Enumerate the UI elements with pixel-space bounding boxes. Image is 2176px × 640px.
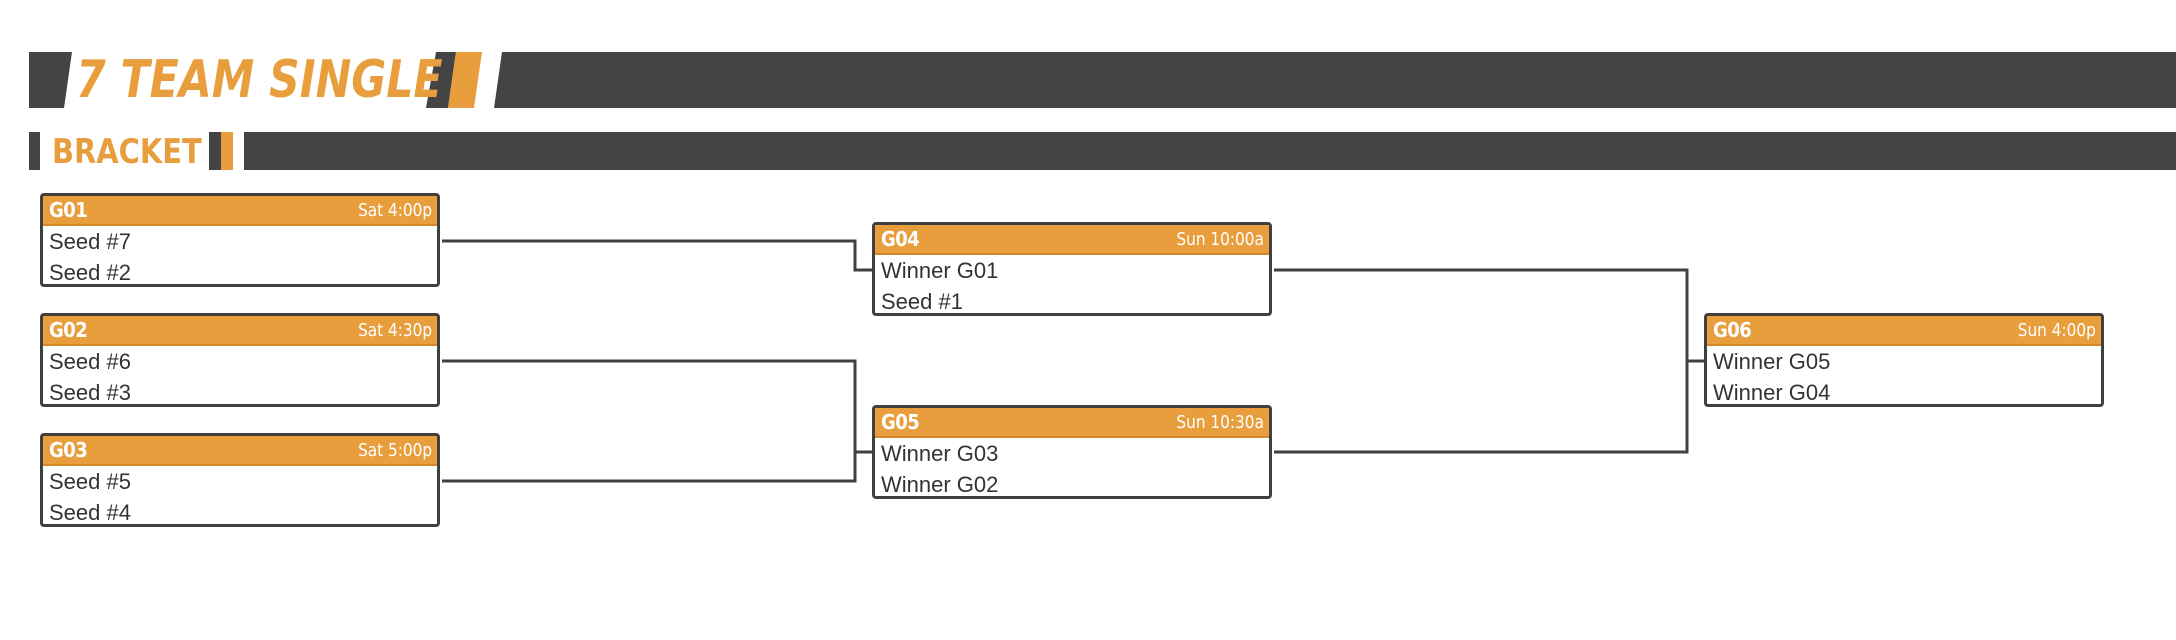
banner-mid-dark-stripe <box>426 52 456 108</box>
game-header: G02 Sat 4:30p <box>43 316 437 346</box>
game-g01[interactable]: G01 Sat 4:00p Seed #7 Seed #2 <box>40 193 440 287</box>
game-time: Sat 4:00p <box>357 199 432 221</box>
game-header: G06 Sun 4:00p <box>1707 316 2101 346</box>
banner-mid-accent-stripe <box>448 52 482 108</box>
game-id: G03 <box>49 438 88 462</box>
team-slot-2: Seed #4 <box>49 500 131 525</box>
game-header: G04 Sun 10:00a <box>875 225 1269 255</box>
team-slot-2: Winner G02 <box>881 472 999 497</box>
game-id: G06 <box>1713 318 1752 342</box>
game-time: Sun 10:00a <box>1176 228 1264 250</box>
game-time: Sun 4:00p <box>2017 319 2096 341</box>
connector-g02-to-g05 <box>442 359 873 454</box>
game-time: Sat 5:00p <box>357 439 432 461</box>
game-id: G02 <box>49 318 88 342</box>
subbanner-mid-accent-stripe <box>221 132 233 170</box>
subbanner-left-cap <box>29 132 40 170</box>
team-slot-2: Winner G04 <box>1713 380 1831 405</box>
team-slot-1: Winner G03 <box>881 441 999 466</box>
team-slot-1: Seed #6 <box>49 349 131 374</box>
game-time: Sat 4:30p <box>357 319 432 341</box>
page-title: 7 TEAM SINGLE <box>76 50 443 110</box>
team-slot-1: Winner G05 <box>1713 349 1831 374</box>
game-header: G01 Sat 4:00p <box>43 196 437 226</box>
title-banner: 7 TEAM SINGLE BRACKET <box>0 0 2176 180</box>
connector-g04-to-g06 <box>1274 268 1705 363</box>
connector-g03-to-g05 <box>442 452 857 483</box>
team-slot-1: Seed #5 <box>49 469 131 494</box>
connector-g05-to-g06 <box>1274 361 1689 454</box>
game-g02[interactable]: G02 Sat 4:30p Seed #6 Seed #3 <box>40 313 440 407</box>
team-slot-1: Winner G01 <box>881 258 999 283</box>
game-header: G05 Sun 10:30a <box>875 408 1269 438</box>
game-id: G01 <box>49 198 88 222</box>
team-slot-1: Seed #7 <box>49 229 131 254</box>
game-time: Sun 10:30a <box>1176 411 1264 433</box>
banner-right-bar <box>494 52 2176 108</box>
game-id: G05 <box>881 410 920 434</box>
game-g03[interactable]: G03 Sat 5:00p Seed #5 Seed #4 <box>40 433 440 527</box>
banner-left-cap <box>29 52 72 108</box>
game-g06[interactable]: G06 Sun 4:00p Winner G05 Winner G04 <box>1704 313 2104 407</box>
banner-graphics <box>29 52 2176 170</box>
game-g05[interactable]: G05 Sun 10:30a Winner G03 Winner G02 <box>872 405 1272 499</box>
subbanner-right-bar <box>244 132 2176 170</box>
game-header: G03 Sat 5:00p <box>43 436 437 466</box>
team-slot-2: Seed #3 <box>49 380 131 405</box>
game-id: G04 <box>881 227 920 251</box>
subbanner-mid-dark-stripe <box>209 132 221 170</box>
connector-g01-to-g04 <box>442 239 873 272</box>
game-g04[interactable]: G04 Sun 10:00a Winner G01 Seed #1 <box>872 222 1272 316</box>
page-subtitle: BRACKET <box>52 132 202 172</box>
team-slot-2: Seed #2 <box>49 260 131 285</box>
team-slot-2: Seed #1 <box>881 289 963 314</box>
